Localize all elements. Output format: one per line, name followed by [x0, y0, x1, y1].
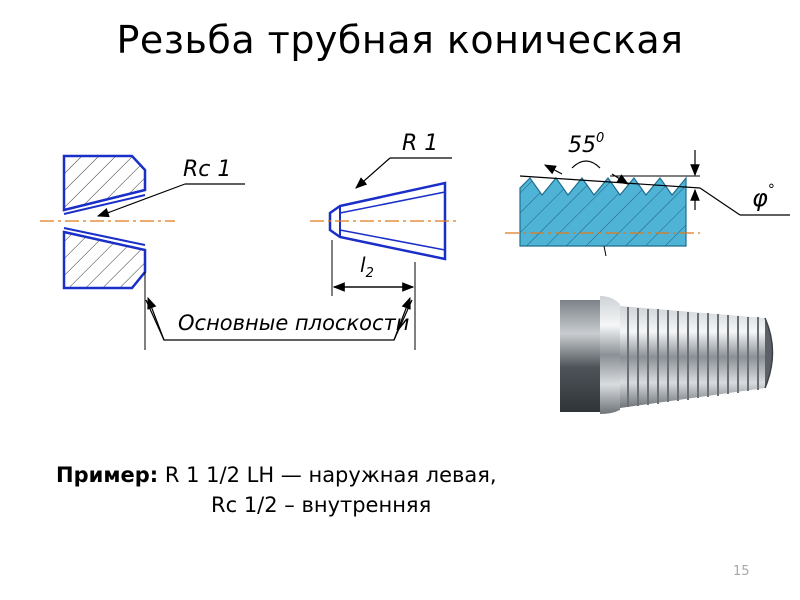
label-length: l2: [360, 253, 374, 281]
page-number: 15: [733, 564, 750, 579]
external-thread-drawing: [310, 157, 460, 350]
label-angle: 550: [568, 131, 604, 158]
example-block: Пример: R 1 1/2 LH — наружная левая, Rc …: [56, 460, 497, 520]
label-phi-main: φ: [752, 184, 768, 212]
threaded-pipe-photo: [560, 296, 800, 414]
base-planes-callout: [145, 296, 413, 341]
label-phi: φ°: [752, 182, 775, 212]
thread-profile-drawing: [505, 150, 790, 257]
label-base-planes: Основные плоскости: [178, 311, 409, 335]
label-length-main: l: [360, 253, 366, 277]
example-prefix: Пример:: [56, 463, 159, 487]
label-angle-main: 55: [568, 133, 596, 158]
thread-grooves: [627, 307, 759, 407]
label-phi-sup: °: [768, 182, 775, 198]
label-length-sub: 2: [366, 266, 374, 281]
example-line-2: Rc 1/2 – внутренняя: [211, 493, 432, 517]
label-angle-sup: 0: [596, 131, 604, 146]
internal-thread-drawing: [40, 154, 245, 350]
example-text-1: R 1 1/2 LH — наружная левая,: [158, 463, 497, 487]
slide-title: Резьба трубная коническая: [116, 18, 684, 62]
label-external-thread: R 1: [402, 131, 438, 156]
label-internal-thread: Rc 1: [183, 157, 231, 182]
example-line-1: Пример: R 1 1/2 LH — наружная левая,: [56, 460, 497, 490]
